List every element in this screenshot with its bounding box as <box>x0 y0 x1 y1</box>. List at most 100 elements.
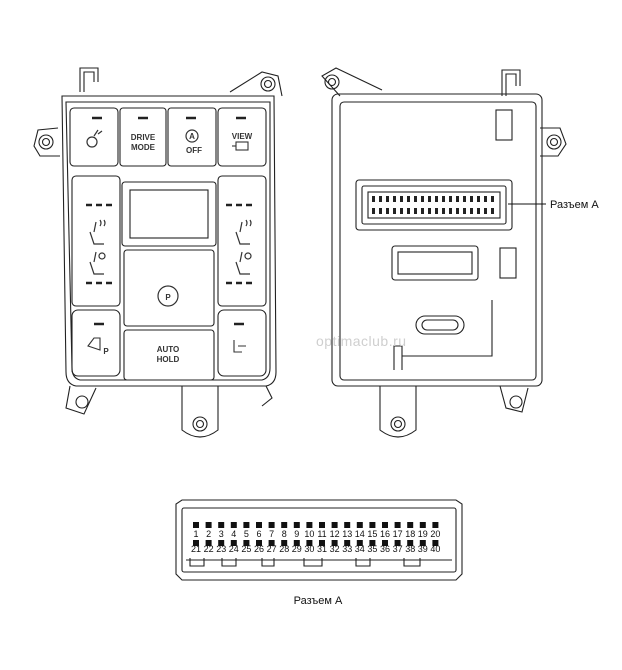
pin-terminal <box>344 540 351 546</box>
pin-number: 31 <box>317 544 327 554</box>
pin-terminal <box>394 540 401 546</box>
pin-terminal <box>319 522 325 528</box>
pin-number: 19 <box>418 529 428 539</box>
pin-number: 25 <box>241 544 251 554</box>
pin-terminal <box>369 522 376 528</box>
watermark-text: optimaclub.ru <box>316 333 407 349</box>
pin-terminal <box>331 540 338 546</box>
pin-number: 1 <box>193 529 198 539</box>
pin-terminal <box>293 522 300 528</box>
pin-terminal <box>218 522 225 528</box>
pin-number: 4 <box>231 529 236 539</box>
camera-view-icon <box>232 141 249 151</box>
pin-number: 33 <box>342 544 352 554</box>
pin-terminal <box>356 540 363 546</box>
pin-terminal <box>394 522 401 528</box>
pin-number: 15 <box>367 529 377 539</box>
pin-number: 39 <box>418 544 428 554</box>
pin-number: 32 <box>330 544 340 554</box>
pin-number: 28 <box>279 544 289 554</box>
pin-number: 35 <box>367 544 377 554</box>
pin-terminal <box>432 522 439 528</box>
pin-number: 17 <box>393 529 403 539</box>
pin-number: 36 <box>380 544 390 554</box>
pin-terminal <box>293 540 300 546</box>
pin-terminal <box>268 522 275 528</box>
parking-brake-symbol: P <box>165 293 171 302</box>
auto-hold-label-line2: HOLD <box>157 355 180 364</box>
pin-terminal <box>419 522 426 528</box>
auto-hold-a-icon: A <box>185 129 199 143</box>
seat-ventilation-icon-left <box>89 251 106 275</box>
pin-number: 22 <box>204 544 214 554</box>
park-sensor-icon <box>87 337 101 351</box>
seat-ventilation-icon-right <box>235 251 252 275</box>
pin-number: 11 <box>317 529 326 539</box>
pin-number: 13 <box>342 529 352 539</box>
pin-terminal <box>306 522 313 528</box>
drive-mode-label-line1: DRIVE <box>131 133 156 142</box>
pin-terminal <box>205 540 212 546</box>
drive-assist-icon <box>86 129 103 148</box>
pin-number: 27 <box>267 544 277 554</box>
pin-number: 38 <box>405 544 415 554</box>
pin-number: 3 <box>219 529 224 539</box>
pin-terminal <box>419 540 426 546</box>
pin-number: 24 <box>229 544 239 554</box>
connector-caption: Разъем A <box>294 595 343 607</box>
callout-label-connector-a: Разъем A <box>550 199 599 211</box>
pin-number: 7 <box>269 529 274 539</box>
park-assist-icon <box>233 340 246 353</box>
pin-terminal <box>205 522 212 528</box>
pin-terminal <box>356 522 363 528</box>
pin-number: 10 <box>304 529 314 539</box>
pin-terminal <box>344 522 351 528</box>
svg-text:A: A <box>189 132 195 141</box>
pin-number: 6 <box>256 529 261 539</box>
pin-number: 30 <box>304 544 314 554</box>
pin-number: 20 <box>430 529 440 539</box>
pin-number: 23 <box>216 544 226 554</box>
connector-face <box>175 499 463 581</box>
pin-number: 40 <box>430 544 440 554</box>
view-label: VIEW <box>232 132 253 141</box>
seat-heater-icon-left <box>89 219 106 245</box>
pin-terminal <box>218 540 225 546</box>
pin-terminal <box>407 522 414 528</box>
pin-number: 29 <box>292 544 302 554</box>
rear-housing <box>321 67 567 438</box>
pin-number: 26 <box>254 544 264 554</box>
pin-number: 18 <box>405 529 415 539</box>
seat-heater-icon-right <box>235 219 252 245</box>
auto-off-label: OFF <box>186 146 202 155</box>
pin-number: 21 <box>191 544 201 554</box>
pin-terminal <box>243 522 250 528</box>
pin-terminal <box>256 540 262 546</box>
auto-hold-label-line1: AUTO <box>157 345 180 354</box>
pin-number: 12 <box>330 529 340 539</box>
pin-terminal <box>256 522 262 528</box>
pin-terminal <box>432 540 439 546</box>
pin-terminal <box>268 540 275 546</box>
seat-indicator-leds <box>86 116 252 326</box>
pin-terminal <box>319 540 325 546</box>
pin-terminal <box>230 522 237 528</box>
pin-terminal <box>382 522 388 528</box>
pin-terminal <box>193 540 199 546</box>
pin-terminal <box>243 540 250 546</box>
pin-number: 8 <box>282 529 287 539</box>
pin-number: 2 <box>206 529 211 539</box>
pin-terminal <box>306 540 313 546</box>
pin-number: 9 <box>294 529 299 539</box>
pin-terminal <box>407 540 414 546</box>
pin-terminal <box>193 522 199 528</box>
pin-terminal <box>230 540 237 546</box>
drive-mode-label-line2: MODE <box>131 143 156 152</box>
pin-number: 34 <box>355 544 365 554</box>
pin-terminal <box>281 522 288 528</box>
front-panel <box>33 67 283 438</box>
pin-terminal <box>382 540 388 546</box>
